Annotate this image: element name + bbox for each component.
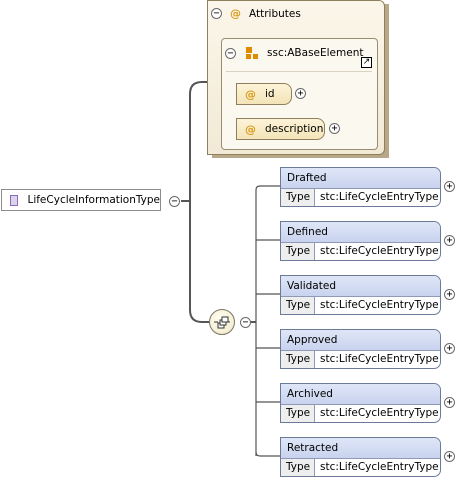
collapse-sequence-minus-icon[interactable]: −	[240, 317, 251, 328]
type-label: Type	[281, 297, 315, 314]
at-sign-icon: @	[245, 122, 256, 136]
type-value: stc:LifeCycleEntryType	[320, 191, 439, 203]
collapse-base-minus-icon[interactable]: −	[225, 48, 236, 59]
type-label: Type	[281, 405, 315, 422]
element-type-row: Type stc:LifeCycleEntryType	[281, 405, 440, 422]
element-type-row: Type stc:LifeCycleEntryType	[281, 459, 440, 476]
expand-defined-plus-icon[interactable]: +	[444, 235, 455, 246]
element-name: Approved	[281, 330, 440, 351]
expand-retracted-plus-icon[interactable]: +	[444, 451, 455, 462]
attributes-title: Attributes	[249, 7, 301, 20]
attributes-header: − @ Attributes	[211, 7, 301, 20]
element-type-row: Type stc:LifeCycleEntryType	[281, 243, 440, 260]
expand-validated-plus-icon[interactable]: +	[444, 289, 455, 300]
type-label: Type	[281, 351, 315, 368]
complex-type-icon	[10, 194, 19, 206]
element-type-row: Type stc:LifeCycleEntryType	[281, 189, 440, 206]
sequence-compositor[interactable]	[209, 309, 235, 335]
divider	[226, 71, 372, 72]
type-value: stc:LifeCycleEntryType	[320, 353, 439, 365]
collapse-root-minus-icon[interactable]: −	[169, 196, 180, 207]
attribute-description[interactable]: @ description	[236, 118, 325, 140]
sequence-compositor-icon	[214, 316, 230, 329]
expand-drafted-plus-icon[interactable]: +	[444, 181, 455, 192]
type-label: Type	[281, 243, 315, 260]
expand-archived-plus-icon[interactable]: +	[444, 397, 455, 408]
attribute-id[interactable]: @ id	[236, 83, 292, 105]
complex-type-name: LifeCycleInformationType	[27, 194, 160, 206]
expand-description-plus-icon[interactable]: +	[329, 123, 340, 134]
link-arrow-icon[interactable]: ↗	[361, 57, 372, 68]
element-validated[interactable]: Validated Type stc:LifeCycleEntryType	[280, 275, 441, 315]
expand-approved-plus-icon[interactable]: +	[444, 343, 455, 354]
element-approved[interactable]: Approved Type stc:LifeCycleEntryType	[280, 329, 441, 369]
attribute-name: description	[265, 123, 324, 135]
at-sign-icon: @	[230, 7, 241, 20]
type-label: Type	[281, 459, 315, 476]
element-archived[interactable]: Archived Type stc:LifeCycleEntryType	[280, 383, 441, 423]
element-name: Validated	[281, 276, 440, 297]
element-name: Defined	[281, 222, 440, 243]
type-value: stc:LifeCycleEntryType	[320, 245, 439, 257]
type-value: stc:LifeCycleEntryType	[320, 461, 439, 473]
element-name: Drafted	[281, 168, 440, 189]
element-retracted[interactable]: Retracted Type stc:LifeCycleEntryType	[280, 437, 441, 477]
element-type-row: Type stc:LifeCycleEntryType	[281, 351, 440, 368]
attribute-name: id	[265, 88, 275, 100]
type-label: Type	[281, 189, 315, 206]
base-element-name[interactable]: ssc:ABaseElement	[267, 47, 364, 59]
element-drafted[interactable]: Drafted Type stc:LifeCycleEntryType	[280, 167, 441, 207]
at-sign-icon: @	[245, 87, 256, 101]
expand-id-plus-icon[interactable]: +	[295, 88, 306, 99]
type-value: stc:LifeCycleEntryType	[320, 299, 439, 311]
element-name: Archived	[281, 384, 440, 405]
base-element-icon	[246, 47, 258, 59]
element-type-row: Type stc:LifeCycleEntryType	[281, 297, 440, 314]
element-defined[interactable]: Defined Type stc:LifeCycleEntryType	[280, 221, 441, 261]
element-name: Retracted	[281, 438, 440, 459]
complex-type-box[interactable]: LifeCycleInformationType	[1, 189, 161, 211]
type-value: stc:LifeCycleEntryType	[320, 407, 439, 419]
collapse-attributes-minus-icon[interactable]: −	[211, 8, 222, 19]
